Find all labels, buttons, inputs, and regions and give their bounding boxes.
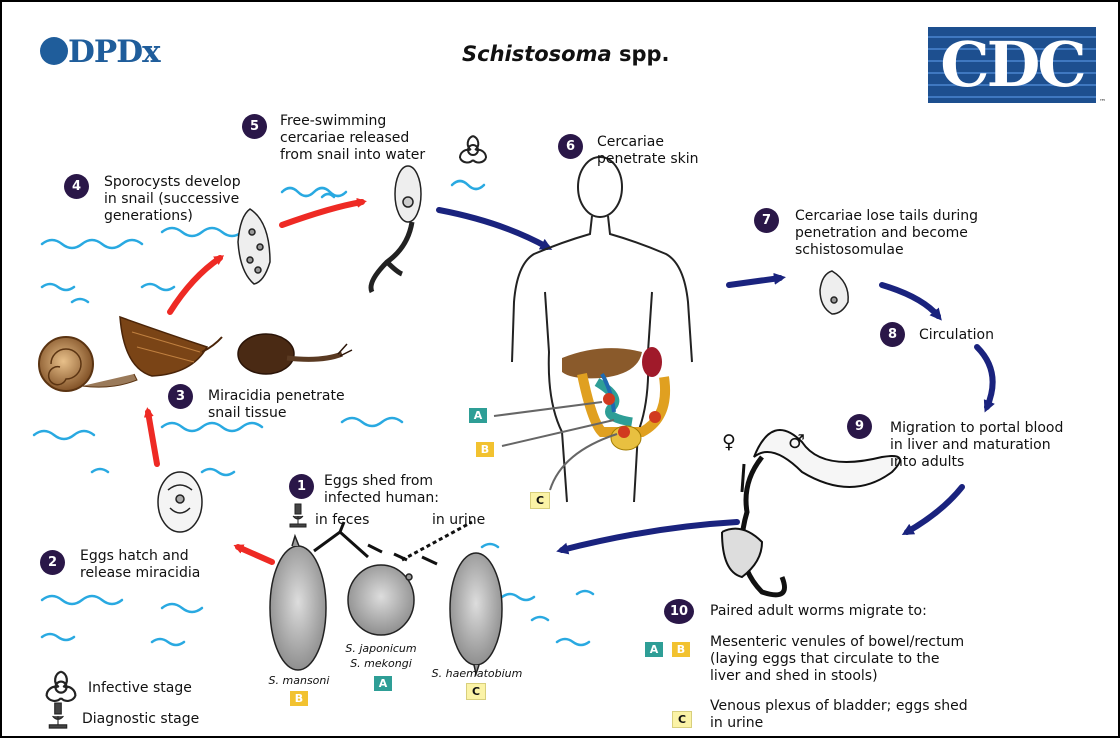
step-6-line-1: Cercariae	[597, 134, 699, 151]
destination-ab-line-1: Mesenteric venules of bowel/rectum	[710, 634, 964, 651]
step-7-number: 7	[754, 208, 779, 233]
badge-A-organ: A	[469, 408, 487, 423]
step-9-line-2: in liver and maturation	[890, 437, 1063, 454]
route-feces-label: in feces	[315, 512, 369, 529]
cdc-logo-text: CDC	[928, 29, 1096, 101]
snails	[39, 317, 352, 391]
step-2-text: Eggs hatch and release miracidia	[80, 548, 200, 582]
destination-ab-line-3: liver and shed in stools)	[710, 668, 964, 685]
legend-biohazard-icon	[40, 668, 82, 704]
dpdx-logo: DPDx	[68, 34, 160, 70]
step-9-text: Migration to portal blood in liver and m…	[890, 420, 1063, 471]
step-9-line-3: into adults	[890, 454, 1063, 471]
step-7-line-1: Cercariae lose tails during	[795, 208, 978, 225]
legend-microscope-icon	[46, 700, 70, 730]
step-2-line-2: release miracidia	[80, 565, 200, 582]
female-symbol: ♀	[722, 434, 736, 451]
step-5-line-3: from snail into water	[280, 147, 425, 164]
male-symbol: ♂	[788, 434, 805, 451]
cdc-trademark: ™	[1099, 98, 1106, 106]
step-10-number: 10	[664, 599, 694, 624]
step-3-line-2: snail tissue	[208, 405, 345, 422]
badge-B-organ: B	[476, 442, 494, 457]
species-haematobium-label: S. haematobium	[422, 667, 532, 680]
step-4-number: 4	[64, 174, 89, 199]
route-urine-label: in urine	[432, 512, 485, 529]
destination-ab-line-2: (laying eggs that circulate to the	[710, 651, 964, 668]
step-3-line-1: Miracidia penetrate	[208, 388, 345, 405]
title-suffix: spp.	[612, 42, 670, 66]
step-1-line-2: infected human:	[324, 490, 439, 507]
step-7-line-2: penetration and become	[795, 225, 978, 242]
legend-diagnostic-label: Diagnostic stage	[82, 711, 199, 728]
step-6-text: Cercariae penetrate skin	[597, 134, 699, 168]
step-5-text: Free-swimming cercariae released from sn…	[280, 113, 425, 164]
destination-ab-text: Mesenteric venules of bowel/rectum (layi…	[710, 634, 964, 685]
species-mekongi-label: S. mekongi	[336, 657, 426, 670]
destination-c-line-2: in urine	[710, 715, 968, 732]
step-8-number: 8	[880, 322, 905, 347]
badge-B-mansoni: B	[290, 691, 308, 706]
step-9-line-1: Migration to portal blood	[890, 420, 1063, 437]
step-7-text: Cercariae lose tails during penetration …	[795, 208, 978, 259]
step-8-text: Circulation	[919, 327, 994, 344]
step-4-line-3: generations)	[104, 208, 241, 225]
step-5-number: 5	[242, 114, 267, 139]
destination-c-line-1: Venous plexus of bladder; eggs shed	[710, 698, 968, 715]
cercaria	[371, 166, 421, 292]
step-5-line-2: cercariae released	[280, 130, 425, 147]
human-body	[512, 157, 692, 502]
species-mansoni-label: S. mansoni	[254, 674, 344, 687]
sporocyst	[238, 209, 270, 284]
step-3-text: Miracidia penetrate snail tissue	[208, 388, 345, 422]
microscope-icon	[287, 502, 309, 528]
cdc-logo: CDC	[928, 27, 1096, 103]
miracidium	[158, 472, 202, 532]
step-10-text: Paired adult worms migrate to:	[710, 603, 927, 620]
blue-cycle-arrows	[439, 210, 993, 550]
step-7-line-3: schistosomulae	[795, 242, 978, 259]
species-japonicum-label: S. japonicum	[336, 642, 426, 655]
badge-A-destination: A	[645, 642, 663, 657]
step-1-text: Eggs shed from infected human:	[324, 473, 439, 507]
step-1-number: 1	[289, 474, 314, 499]
page-title: Schistosoma spp.	[462, 42, 670, 66]
legend-infective-label: Infective stage	[88, 680, 192, 697]
step-3-number: 3	[168, 384, 193, 409]
badge-C-organ: C	[530, 492, 550, 509]
step-4-text: Sporocysts develop in snail (successive …	[104, 174, 241, 225]
dpdx-logo-globe-icon	[40, 37, 68, 65]
step-6-number: 6	[558, 134, 583, 159]
step-2-line-1: Eggs hatch and	[80, 548, 200, 565]
step-4-line-2: in snail (successive	[104, 191, 241, 208]
biohazard-icon	[454, 133, 492, 165]
step-5-line-1: Free-swimming	[280, 113, 425, 130]
badge-A-japonicum: A	[374, 676, 392, 691]
step-2-number: 2	[40, 550, 65, 575]
adult-worms	[722, 430, 900, 595]
step-6-line-2: penetrate skin	[597, 151, 699, 168]
step-4-line-1: Sporocysts develop	[104, 174, 241, 191]
step-10-line-1: Paired adult worms migrate to:	[710, 603, 927, 620]
title-genus: Schistosoma	[462, 42, 612, 66]
badge-C-haematobium: C	[466, 683, 486, 700]
step-9-number: 9	[847, 414, 872, 439]
step-8-line-1: Circulation	[919, 327, 994, 344]
schistosomulum	[820, 271, 848, 314]
step-1-line-1: Eggs shed from	[324, 473, 439, 490]
destination-c-text: Venous plexus of bladder; eggs shed in u…	[710, 698, 968, 732]
badge-C-destination: C	[672, 711, 692, 728]
badge-B-destination: B	[672, 642, 690, 657]
